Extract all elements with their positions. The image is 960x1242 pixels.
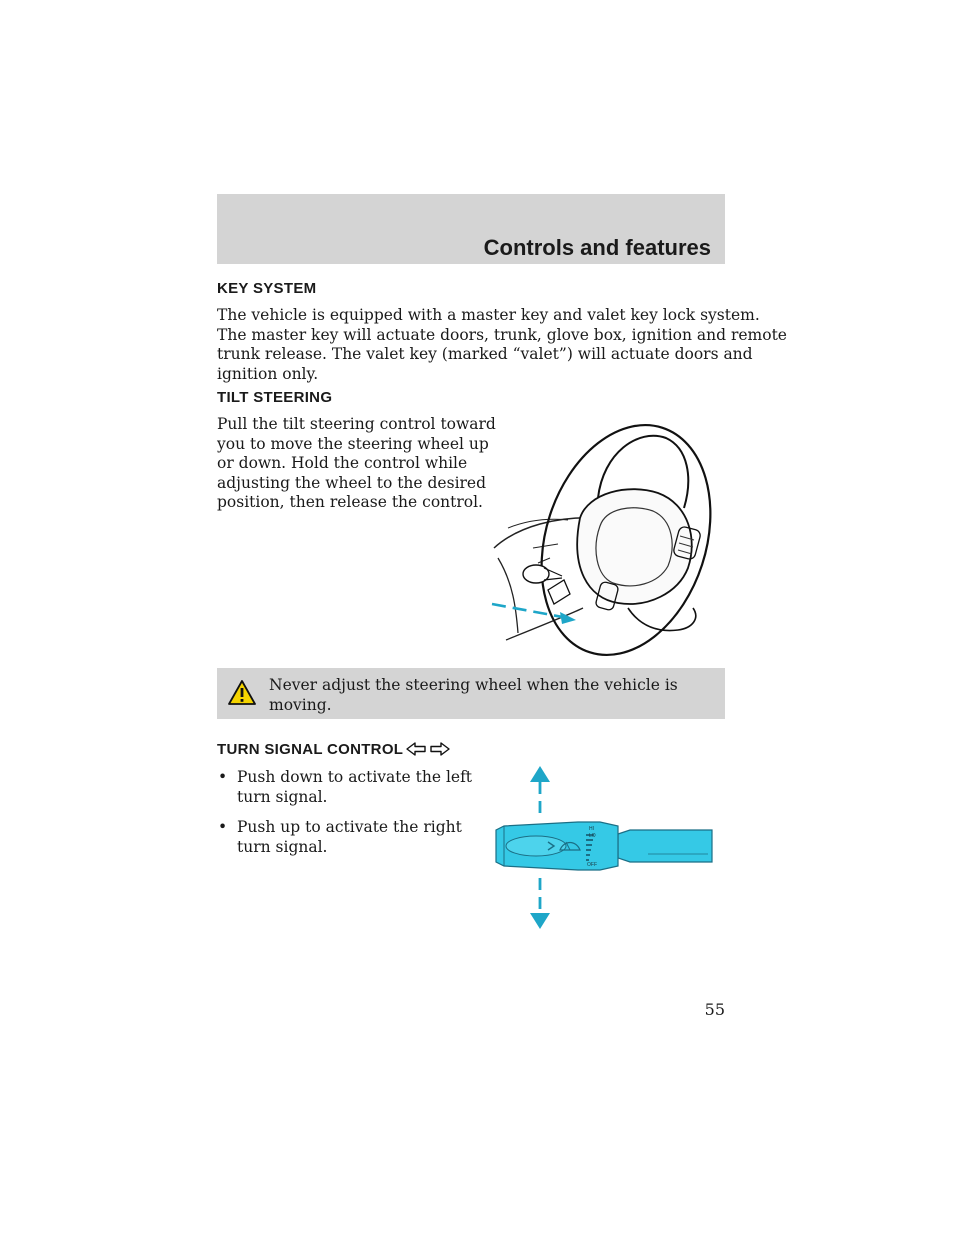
turn-signal-stalk-illustration: HI LO OFF (490, 764, 718, 932)
bullet-symbol: • (218, 768, 228, 786)
warning-box: Never adjust the steering wheel when the… (217, 668, 725, 719)
section-title: Controls and features (483, 235, 711, 260)
key-system-heading: KEY SYSTEM (217, 280, 317, 297)
stalk-label-lo: LO (589, 833, 596, 839)
turn-signal-heading: TURN SIGNAL CONTROL (217, 741, 451, 758)
tilt-steering-heading: TILT STEERING (217, 389, 333, 406)
turn-signal-arrows-icon (405, 741, 451, 757)
list-item-text: Push up to activate the right turn signa… (237, 818, 462, 856)
tilt-steering-line: Pull the tilt steering control toward (217, 415, 496, 433)
warning-triangle-icon (227, 679, 257, 706)
list-item-text: Push down to activate the left turn sign… (237, 768, 473, 806)
turn-signal-list: • Push down to activate the left turn si… (217, 768, 487, 868)
tilt-steering-line: position, then release the control. (217, 493, 483, 511)
key-system-line: The master key will actuate doors, trunk… (217, 325, 787, 344)
list-item: • Push down to activate the left turn si… (217, 768, 487, 807)
page-number: 55 (704, 1000, 725, 1019)
key-system-line: The vehicle is equipped with a master ke… (217, 306, 760, 324)
tilt-steering-line: or down. Hold the control while (217, 454, 468, 472)
tilt-steering-line: you to move the steering wheel up (217, 434, 489, 453)
steering-wheel-illustration (488, 408, 723, 658)
key-system-line: ignition only. (217, 364, 319, 383)
key-system-line: trunk release. The valet key (marked “va… (217, 345, 753, 363)
section-header-band: Controls and features (217, 194, 725, 264)
bullet-symbol: • (218, 818, 228, 836)
key-system-paragraph: The vehicle is equipped with a master ke… (217, 306, 787, 384)
stalk-label-hi: HI (589, 826, 594, 832)
stalk-label-off: OFF (587, 862, 597, 868)
tilt-steering-line: adjusting the wheel to the desired (217, 473, 487, 492)
warning-text: Never adjust the steering wheel when the… (269, 676, 678, 714)
turn-signal-heading-text: TURN SIGNAL CONTROL (217, 741, 404, 758)
tilt-steering-paragraph: Pull the tilt steering control toward yo… (217, 415, 496, 513)
list-item: • Push up to activate the right turn sig… (217, 818, 487, 857)
